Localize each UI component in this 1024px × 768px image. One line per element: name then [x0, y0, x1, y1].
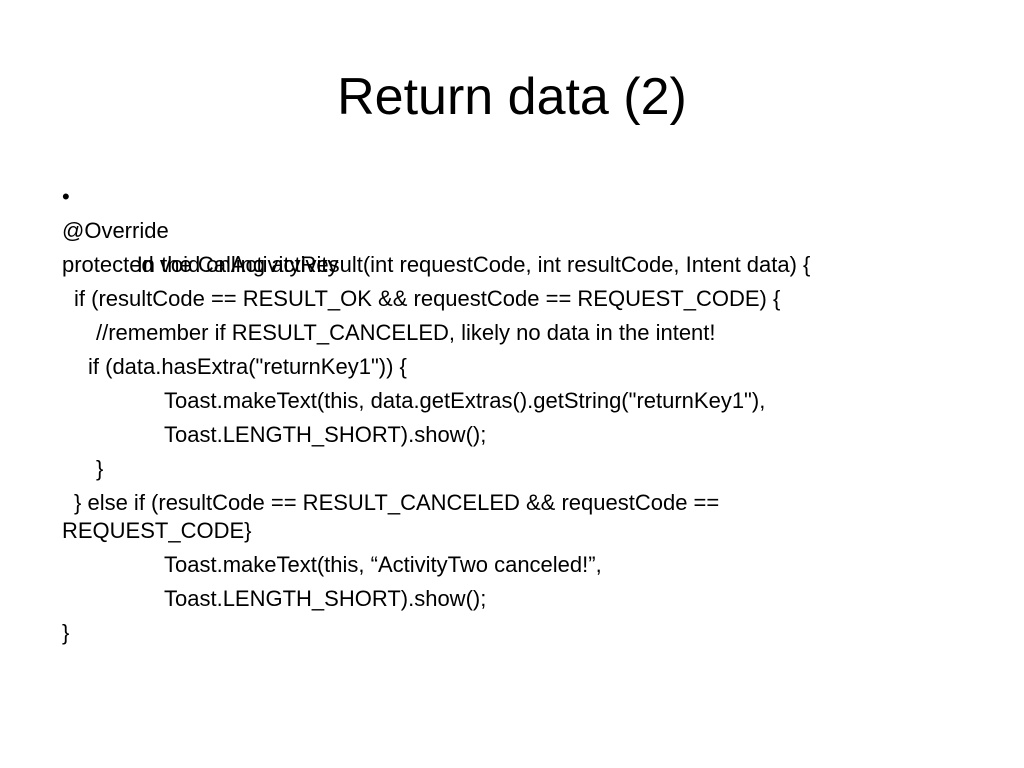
code-line: } else if (resultCode == RESULT_CANCELED…	[74, 490, 720, 515]
code-line: protected void onActivityResult(int requ…	[62, 252, 811, 277]
code-line-continuation: REQUEST_CODE}	[62, 518, 252, 543]
code-line: @Override	[62, 218, 169, 243]
code-comment-line: //remember if RESULT_CANCELED, likely no…	[96, 320, 716, 345]
bullet-icon: •	[62, 184, 70, 209]
slide-title: Return data (2)	[337, 68, 687, 126]
bullet-text: In the Calling activity	[136, 252, 339, 277]
code-line: if (resultCode == RESULT_OK && requestCo…	[74, 286, 781, 311]
code-line: }	[62, 620, 70, 645]
code-line: Toast.makeText(this, data.getExtras().ge…	[164, 388, 766, 413]
code-line: }	[96, 456, 104, 481]
code-line: Toast.LENGTH_SHORT).show();	[164, 422, 487, 447]
slide-body: • In the Calling activity @Override prot…	[62, 180, 992, 650]
code-line: Toast.LENGTH_SHORT).show();	[164, 586, 487, 611]
code-line: if (data.hasExtra("returnKey1")) {	[88, 354, 407, 379]
code-line: Toast.makeText(this, “ActivityTwo cancel…	[164, 552, 602, 577]
bullet-item: • In the Calling activity	[62, 180, 992, 277]
